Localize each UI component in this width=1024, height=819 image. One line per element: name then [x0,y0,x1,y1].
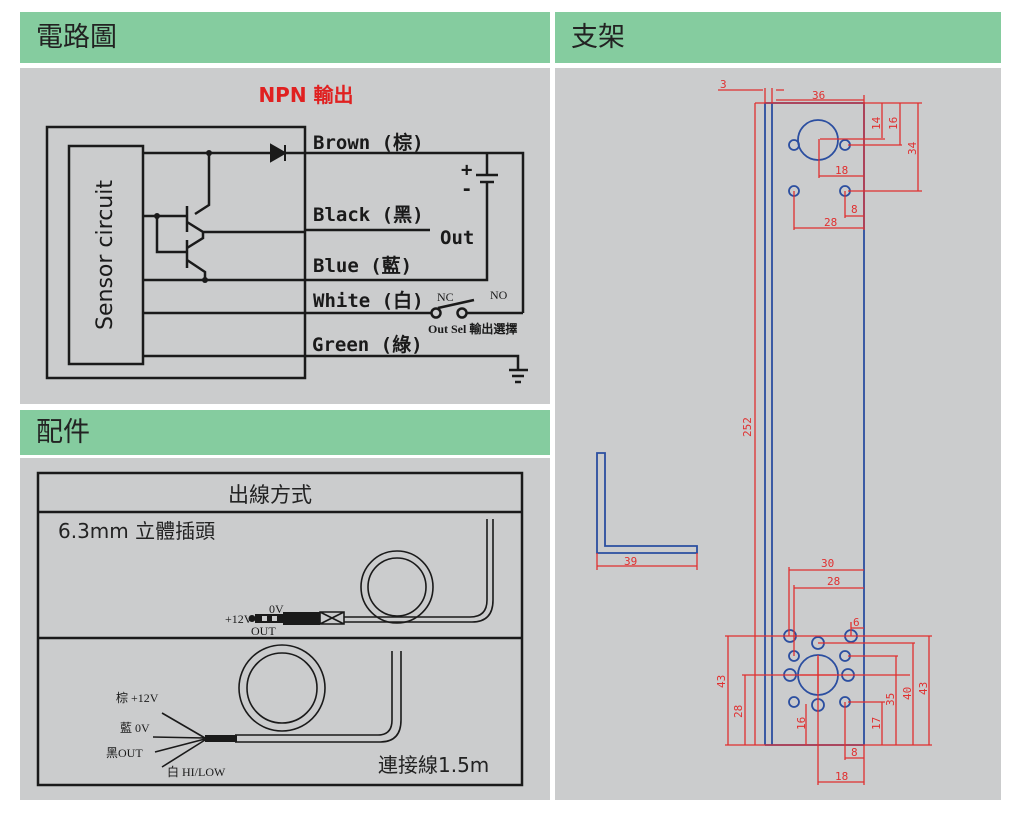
dim-28-left: 28 [732,705,745,718]
plug-pin-12v: +12V [225,612,253,626]
dim-36: 36 [812,89,825,102]
dim-18b: 18 [835,770,848,783]
dim-8b: 8 [851,746,858,759]
dim-28b: 28 [827,575,840,588]
diode-icon [270,143,288,163]
bracket-profile [596,452,698,554]
dim-6: 6 [853,616,860,629]
no-label: NO [490,288,508,302]
header-accessories: 配件 [20,410,550,455]
wire-black-out: 黑OUT [106,746,143,760]
wire-white-hilow: 白 HI/LOW [167,764,226,779]
dim-16: 16 [887,117,900,130]
out-sel-label: Out Sel 輸出選擇 [428,321,517,336]
dim-28: 28 [824,216,837,229]
table-title: 出線方式 [228,483,312,507]
battery-minus: - [461,178,472,200]
out-label: Out [440,227,474,249]
dim-16: 16 [795,717,808,730]
plug-pin-out: OUT [251,624,276,638]
sensor-housing [45,125,307,380]
wire-green: Green (綠) [312,333,423,356]
battery-plus: + [461,159,472,181]
dim-17: 17 [870,717,883,730]
wire-blue-0v: 藍 0V [120,721,150,735]
dim-35: 35 [884,693,897,706]
accessories-table: 出線方式 6.3mm 立體插頭 0V +12V OUT 棕 +12V 藍 0V … [36,471,524,787]
dim-40: 40 [901,687,914,700]
wire-white: White (白) [313,289,424,312]
wire-brown-12v: 棕 +12V [116,690,159,705]
dim-14: 14 [870,116,883,130]
header-bracket: 支架 [555,12,1001,63]
dim-8: 8 [851,203,858,216]
dim-3: 3 [720,78,727,91]
dim-34: 34 [906,141,919,155]
ground-icon [509,368,528,384]
dim-profile: 39 [624,555,637,568]
bracket-panel [555,68,1001,800]
cable-title: 連接線1.5m [378,753,489,777]
bare-cable [152,644,402,768]
nc-label: NC [437,290,454,304]
sensor-circuit-box [67,144,145,366]
wire-blue: Blue (藍) [313,255,412,277]
dim-43-left: 43 [715,675,728,688]
dim-252: 252 [741,417,754,437]
plug-title: 6.3mm 立體插頭 [58,519,215,543]
output-select-switch [437,298,475,310]
plug-cable [248,519,494,625]
sensor-label: Sensor circuit [93,180,118,330]
wire-black: Black (黑) [313,204,424,226]
dim-30: 30 [821,557,834,570]
circuit-panel [20,68,550,404]
plug-pin-0v: 0V [269,602,284,616]
dim-18: 18 [835,164,848,177]
accessories-panel [20,458,550,800]
dim-43-right: 43 [917,682,930,695]
bracket-drawing: 39 3 36 14 16 34 18 8 28 252 30 28 6 43 … [596,78,932,785]
circuit-diagram: NPN 輸出 Sensor circuit + - Brown (棕) Blac… [45,83,528,384]
wire-brown: Brown (棕) [313,131,424,154]
header-circuit: 電路圖 [20,12,550,63]
circuit-title: NPN 輸出 [258,83,353,107]
